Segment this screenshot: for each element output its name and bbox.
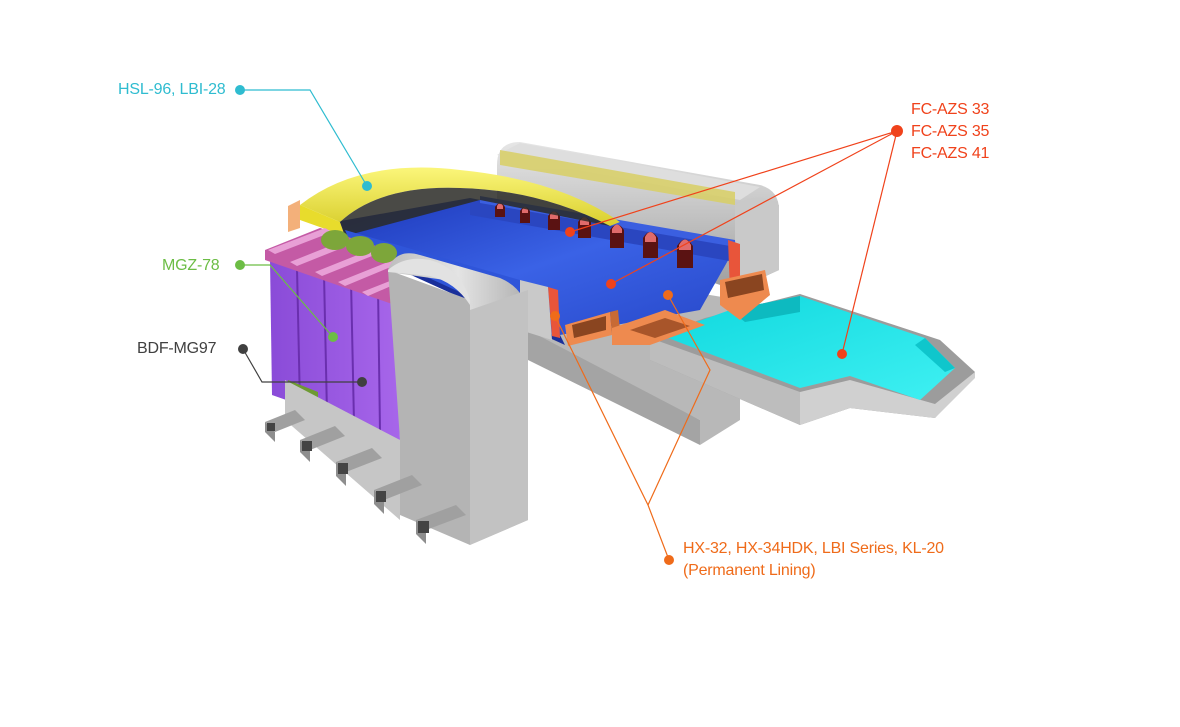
label-fc-azs: FC-AZS 33 FC-AZS 35 FC-AZS 41	[911, 99, 989, 165]
front-shell	[285, 253, 528, 545]
dot-hx-floor	[663, 290, 673, 300]
dot-bdf-target	[357, 377, 367, 387]
leader-fc-3	[841, 130, 898, 355]
dot-hsl-label	[235, 85, 245, 95]
label-hx-permanent-lining: HX-32, HX-34HDK, LBI Series, KL-20 (Perm…	[683, 538, 944, 582]
label-bdf: BDF-MG97	[137, 338, 217, 360]
label-hsl-lbi: HSL-96, LBI-28	[118, 79, 226, 101]
label-fc-line-3: FC-AZS 41	[911, 145, 990, 162]
callout-dots	[235, 85, 903, 565]
callout-leaders	[240, 89, 898, 561]
working-end	[650, 294, 975, 425]
dot-fc-floor	[606, 279, 616, 289]
label-hx-line-1: HX-32, HX-34HDK, LBI Series, KL-20	[683, 540, 944, 557]
label-fc-line-1: FC-AZS 33	[911, 101, 990, 118]
label-hx-line-2: (Permanent Lining)	[683, 562, 816, 579]
dot-hsl-crown	[362, 181, 372, 191]
label-bdf-text: BDF-MG97	[137, 340, 217, 357]
dot-fc-wall	[565, 227, 575, 237]
leader-hsl	[240, 89, 368, 187]
label-fc-line-2: FC-AZS 35	[911, 123, 990, 140]
dot-mgz-label	[235, 260, 245, 270]
dot-hx-label	[664, 555, 674, 565]
crown-arch	[288, 167, 620, 236]
dot-mgz-target	[328, 332, 338, 342]
leader-hx-2	[647, 294, 711, 506]
leader-mgz	[240, 264, 334, 338]
leader-fc-2	[610, 130, 898, 285]
dot-fc-working	[837, 349, 847, 359]
leader-fc-1	[569, 130, 898, 233]
flue-tubes	[265, 410, 466, 544]
label-hsl-text: HSL-96, LBI-28	[118, 81, 226, 98]
leader-bdf	[242, 348, 362, 383]
dot-bdf-label	[238, 344, 248, 354]
dot-hx-side	[550, 311, 560, 321]
label-mgz-text: MGZ-78	[162, 257, 220, 274]
label-mgz: MGZ-78	[162, 255, 220, 277]
dot-fc-label	[891, 125, 903, 137]
